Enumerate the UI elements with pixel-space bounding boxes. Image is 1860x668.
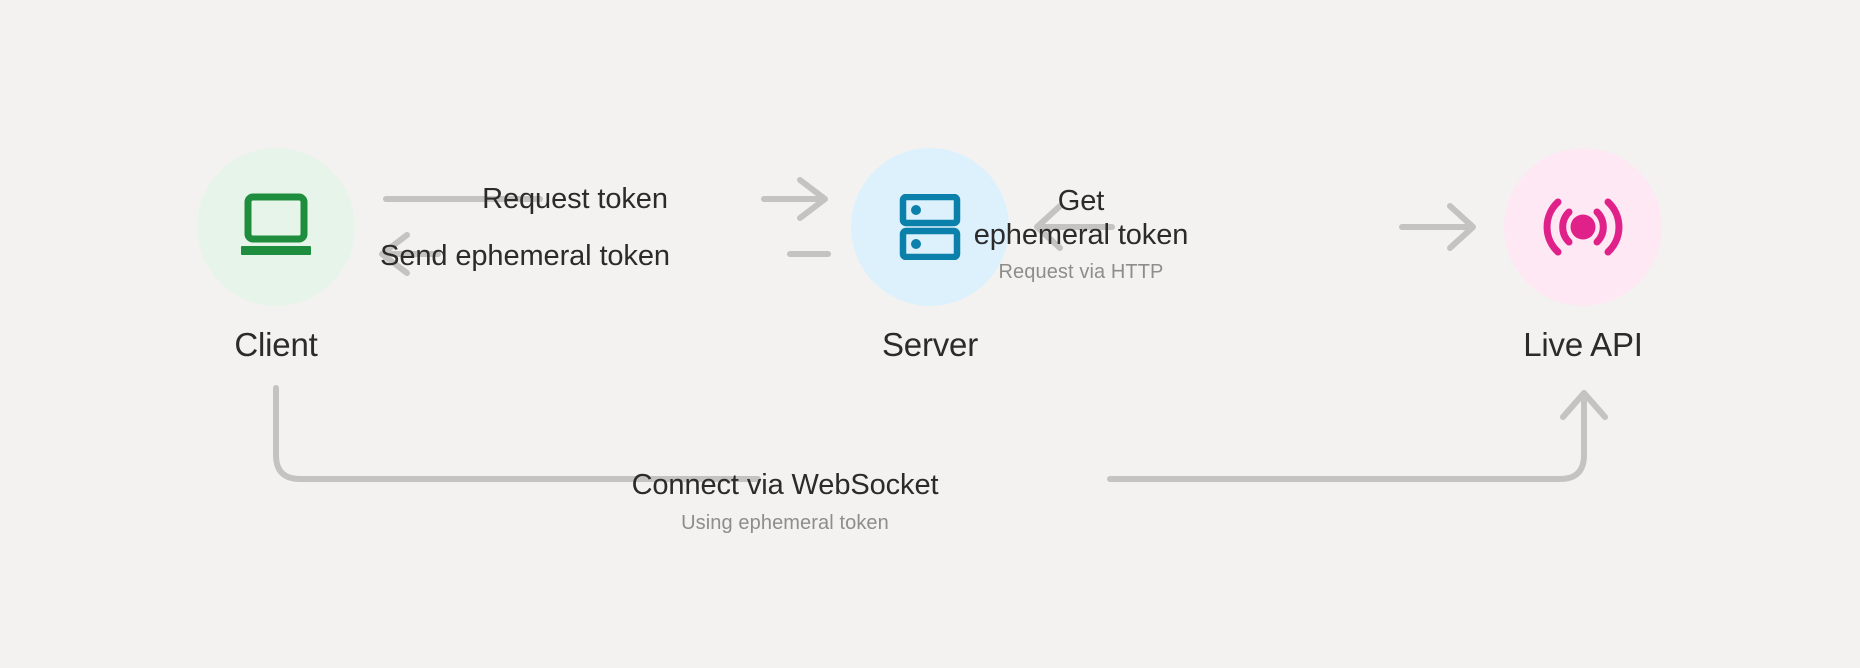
node-server-label: Server <box>882 326 978 363</box>
edge-sublabel-request-via-http: Request via HTTP <box>998 261 1164 284</box>
connector-websocket-left <box>273 385 761 482</box>
laptop-icon <box>241 193 311 255</box>
edge-label-send-ephemeral-token-text: Send ephemeral token <box>380 240 670 272</box>
server-icon <box>899 194 961 260</box>
node-live-api-label: Live API <box>1523 326 1643 363</box>
node-live-api[interactable]: Live API <box>1483 148 1683 361</box>
edge-label-connect-websocket-text: Connect via WebSocket <box>631 469 939 501</box>
edge-label-get-ephemeral-token: Get ephemeral token Request via HTTP <box>936 184 1226 285</box>
node-client[interactable]: Client <box>176 148 376 361</box>
node-client-circle <box>197 148 355 306</box>
node-live-api-circle <box>1504 148 1662 306</box>
edge-sublabel-using-ephemeral-token-wrap: Using ephemeral token <box>620 512 950 536</box>
arrowhead-get-ephemeral-right <box>1447 203 1476 251</box>
arrowhead-websocket-up <box>1560 390 1608 420</box>
edge-label-request-token-text: Request token <box>482 183 668 215</box>
arrowhead-send-ephemeral-left <box>379 232 410 276</box>
broadcast-icon <box>1543 198 1623 256</box>
node-server[interactable]: Server <box>830 148 1030 361</box>
edge-label-request-token: Request token <box>460 182 690 216</box>
connector-websocket-right <box>1107 392 1587 482</box>
edge-label-send-ephemeral-token: Send ephemeral token <box>360 239 690 273</box>
edge-label-get-ephemeral-token-line2: ephemeral token <box>973 219 1189 252</box>
edge-label-get-ephemeral-token-line1: Get <box>1057 185 1105 217</box>
edge-sublabel-using-ephemeral-token: Using ephemeral token <box>681 512 889 534</box>
node-server-circle <box>851 148 1009 306</box>
arrowhead-get-ephemeral-left <box>1034 203 1063 251</box>
arrowhead-request-token-right <box>797 177 828 221</box>
edge-label-connect-websocket: Connect via WebSocket <box>620 468 950 502</box>
node-client-label: Client <box>234 326 318 363</box>
